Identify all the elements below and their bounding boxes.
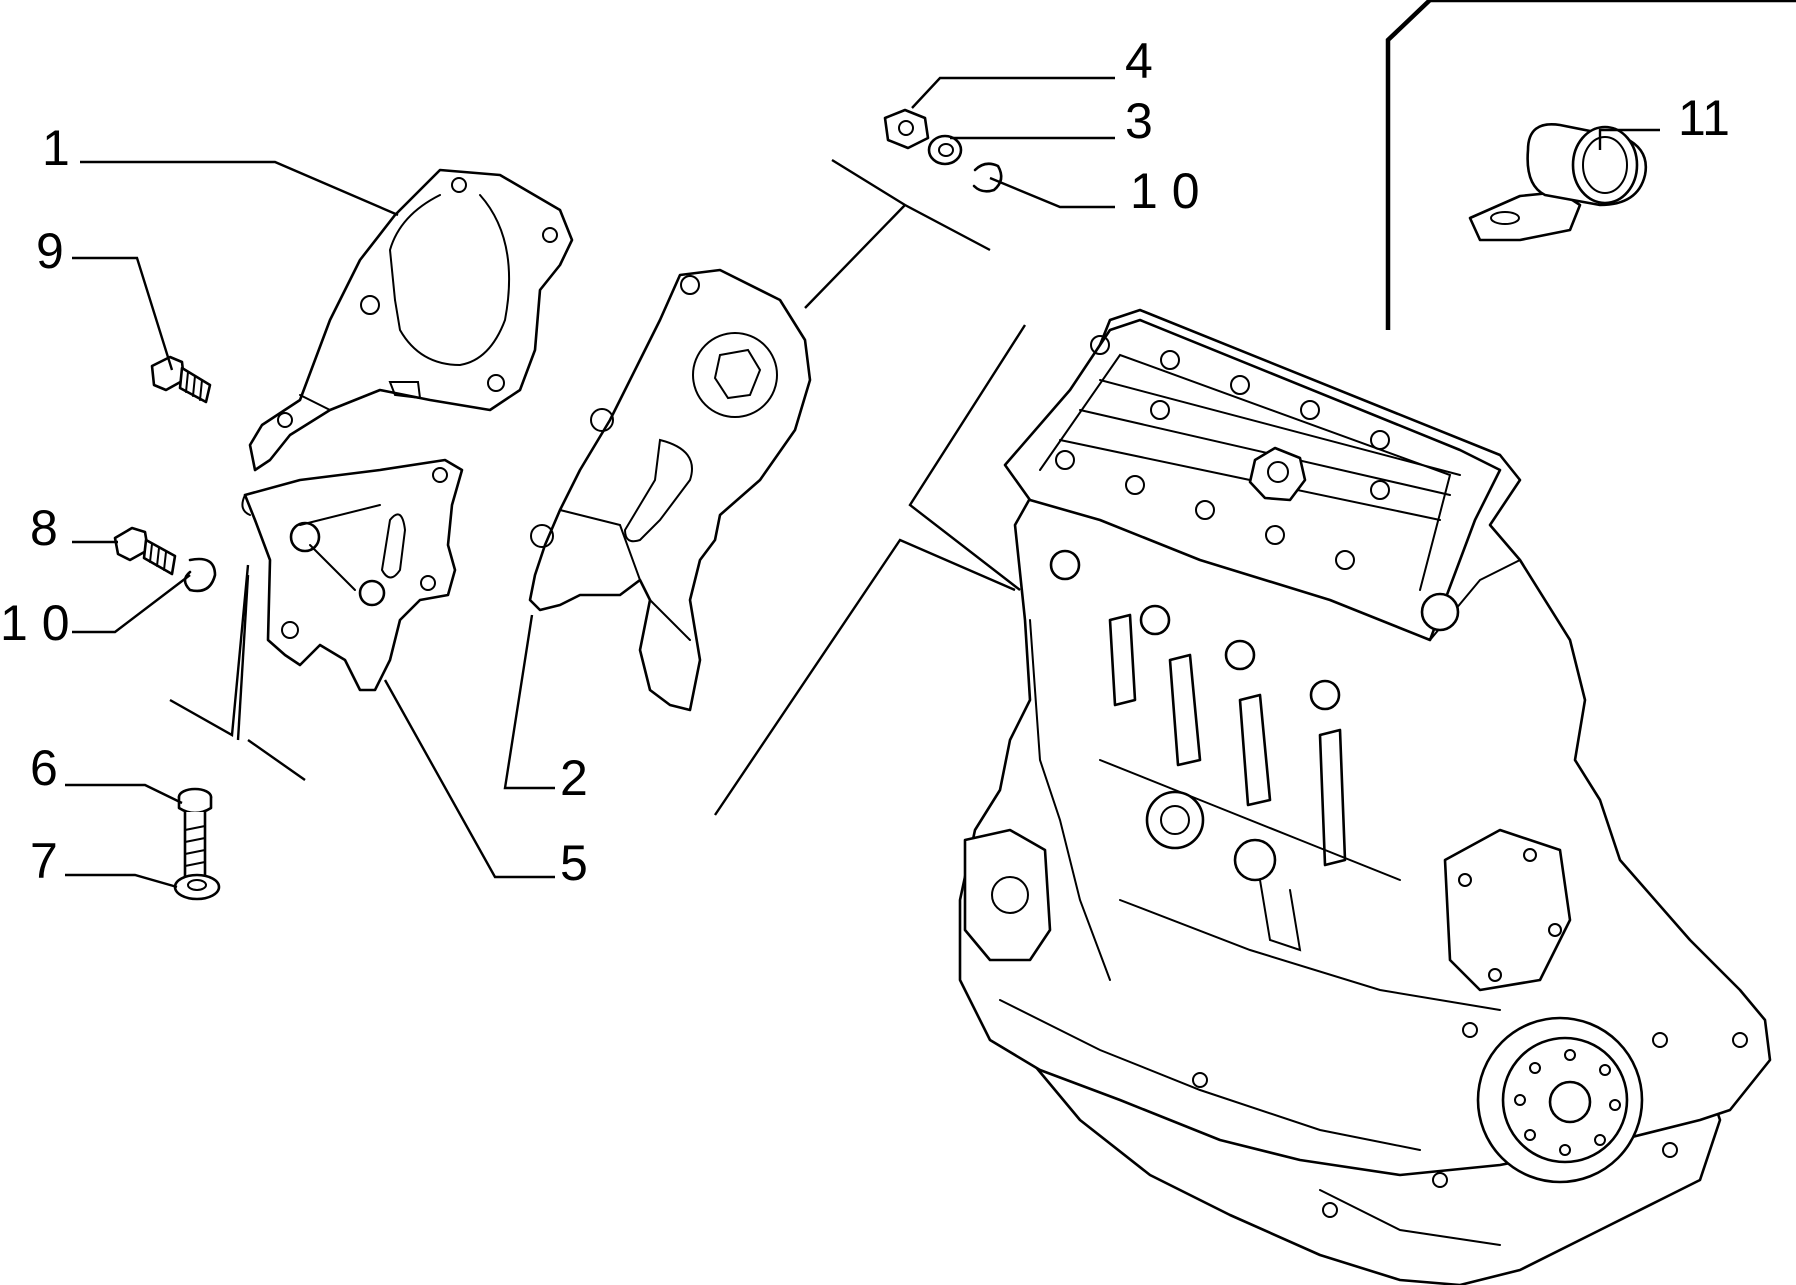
part-1-upper-timing-cover bbox=[248, 168, 574, 472]
callout-8: 8 bbox=[30, 500, 58, 556]
part-2-lower-timing-cover bbox=[528, 268, 812, 712]
callout-labels: 1 9 8 10 6 7 4 3 10 11 2 5 bbox=[0, 33, 1730, 891]
part-7-washer bbox=[173, 873, 221, 901]
callout-9: 9 bbox=[36, 223, 64, 279]
part-11-clamp bbox=[1468, 122, 1648, 242]
part-8-bolt bbox=[113, 526, 177, 576]
callout-2: 2 bbox=[560, 750, 588, 806]
part-10-spring-washer-left bbox=[183, 557, 217, 593]
callout-5: 5 bbox=[560, 835, 588, 891]
callout-11: 11 bbox=[1678, 90, 1730, 146]
part-3-washer bbox=[927, 134, 963, 166]
callout-4: 4 bbox=[1125, 33, 1153, 89]
part-4-nut bbox=[883, 108, 930, 150]
part-6-bolt bbox=[177, 787, 213, 884]
part-5-bracket bbox=[241, 458, 464, 692]
callout-10-top: 10 bbox=[1130, 163, 1214, 219]
callout-7: 7 bbox=[30, 833, 58, 889]
part-10-spring-washer-top bbox=[972, 162, 1003, 193]
engine-block bbox=[958, 308, 1772, 1285]
callout-6: 6 bbox=[30, 740, 58, 796]
assembly-bracket-lines bbox=[169, 0, 1796, 816]
part-9-bolt bbox=[150, 355, 212, 404]
callout-1: 1 bbox=[42, 120, 70, 176]
callout-3: 3 bbox=[1125, 93, 1153, 149]
callout-10-left: 10 bbox=[0, 595, 84, 651]
callout-leader-lines bbox=[65, 76, 1660, 889]
